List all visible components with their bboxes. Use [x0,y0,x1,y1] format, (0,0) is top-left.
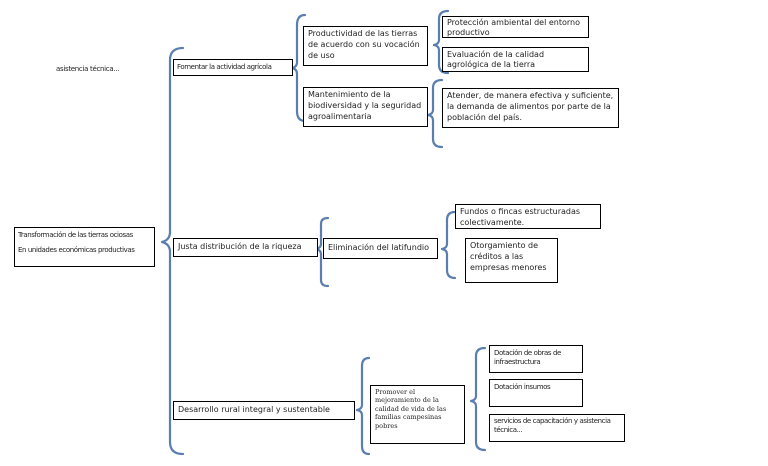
mantenimiento-box: Mantenimiento de la biodiversidad y la s… [303,87,428,127]
branch-justa-box: Justa distribución de la riqueza [173,238,318,257]
servicios-box: servicios de capacitación y asistencia t… [489,414,625,442]
dotacion-insumos-box: Dotación insumos [489,379,583,407]
root-line-1: Transformación de las tierras ociosas [18,231,133,239]
mantenimiento-bracket [426,78,444,149]
productividad-bracket [432,9,450,75]
branch-desarrollo-box: Desarrollo rural integral y sustentable [173,401,355,420]
evaluacion-box: Evaluación de la calidad agrológica de l… [442,47,589,72]
promover-box: Promover el mejoramiento de la calidad d… [370,385,465,444]
dotacion-obras-box: Dotación de obras de infraestructura [489,345,583,373]
proteccion-box: Protección ambiental del entorno product… [442,16,589,38]
root-line-2: En unidades económicas productivas [18,246,135,255]
atender-box: Atender, de manera efectiva y suficiente… [442,88,619,128]
branch-fomentar-box: Fomentar la actividad agrícola [173,59,293,76]
productividad-box: Productividad de las tierras de acuerdo … [303,26,428,66]
latifundio-bracket [440,210,457,280]
otorgamiento-box: Otorgamiento de créditos a las empresas … [465,238,558,283]
promover-bracket [469,346,487,452]
root-concept-box: Transformación de las tierras ociosas En… [14,227,155,267]
note-text: asistencia técnica... [56,65,120,73]
root-bracket [160,46,185,456]
desarrollo-bracket [355,356,371,456]
latifundio-box: Eliminación del latifundio [323,238,438,259]
fundos-box: Fundos o fincas estructuradas colectivam… [455,204,601,229]
